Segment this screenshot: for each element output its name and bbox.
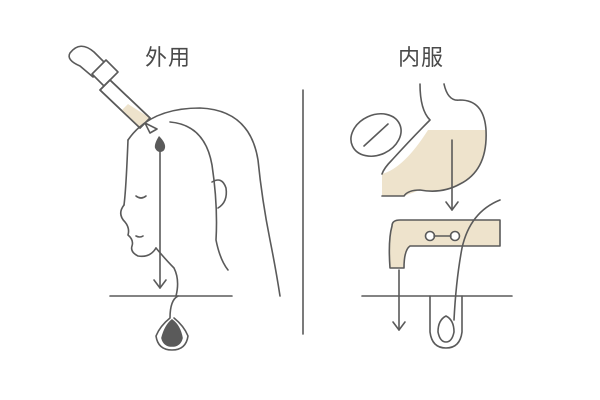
dropper-icon (68, 45, 158, 134)
stomach-icon (381, 83, 487, 197)
skin-section-topical (109, 295, 233, 351)
arrow-stomach-to-intestine (445, 139, 459, 211)
arrow-intestine-to-body (392, 269, 406, 331)
label-oral: 内服 (398, 46, 445, 71)
intestine-vessel (388, 199, 501, 321)
pill-icon (350, 113, 402, 157)
woman-head-profile (119, 107, 281, 297)
skin-section-oral (361, 295, 513, 349)
label-topical: 外用 (145, 46, 192, 71)
drop-icon (154, 136, 166, 152)
arrow-skin-absorption (153, 149, 167, 289)
